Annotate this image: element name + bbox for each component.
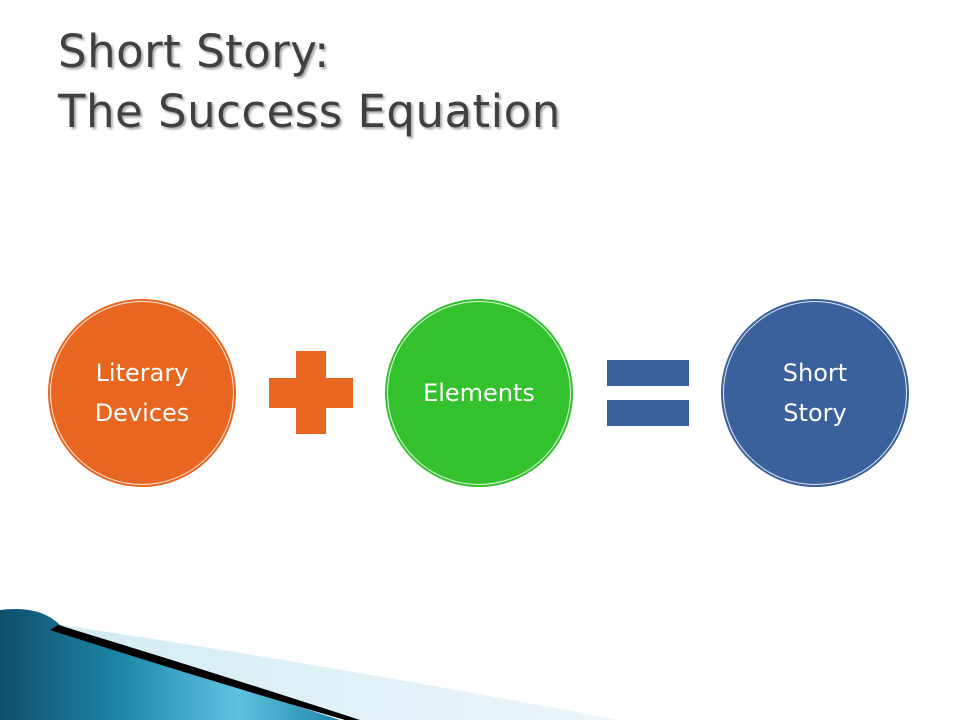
- title-line-1: Short Story:: [58, 25, 330, 78]
- short-story-line-1: Short: [782, 359, 848, 387]
- plus-icon-horizontal: [269, 378, 353, 408]
- elements-circle: Elements: [385, 299, 573, 487]
- short-story-label: Short Story: [783, 353, 847, 433]
- short-story-circle: Short Story: [721, 299, 909, 487]
- literary-devices-circle: Literary Devices: [48, 299, 236, 487]
- title-line-2: The Success Equation: [58, 85, 561, 138]
- elements-line-1: Elements: [423, 379, 535, 407]
- elements-label: Elements: [423, 373, 535, 413]
- equals-icon-top-bar: [607, 360, 689, 386]
- literary-devices-label: Literary Devices: [95, 353, 190, 433]
- slide-title: Short Story: The Success Equation: [58, 22, 561, 142]
- circle-ring: [50, 301, 234, 485]
- wave-black-band: [50, 625, 360, 720]
- equals-icon-bottom-bar: [607, 400, 689, 426]
- short-story-line-2: Story: [783, 399, 847, 427]
- wave-pale-swoosh: [60, 625, 620, 720]
- circle-ring: [387, 301, 571, 485]
- literary-devices-line-2: Devices: [94, 399, 190, 427]
- circle-ring: [723, 301, 907, 485]
- literary-devices-line-1: Literary: [95, 359, 189, 387]
